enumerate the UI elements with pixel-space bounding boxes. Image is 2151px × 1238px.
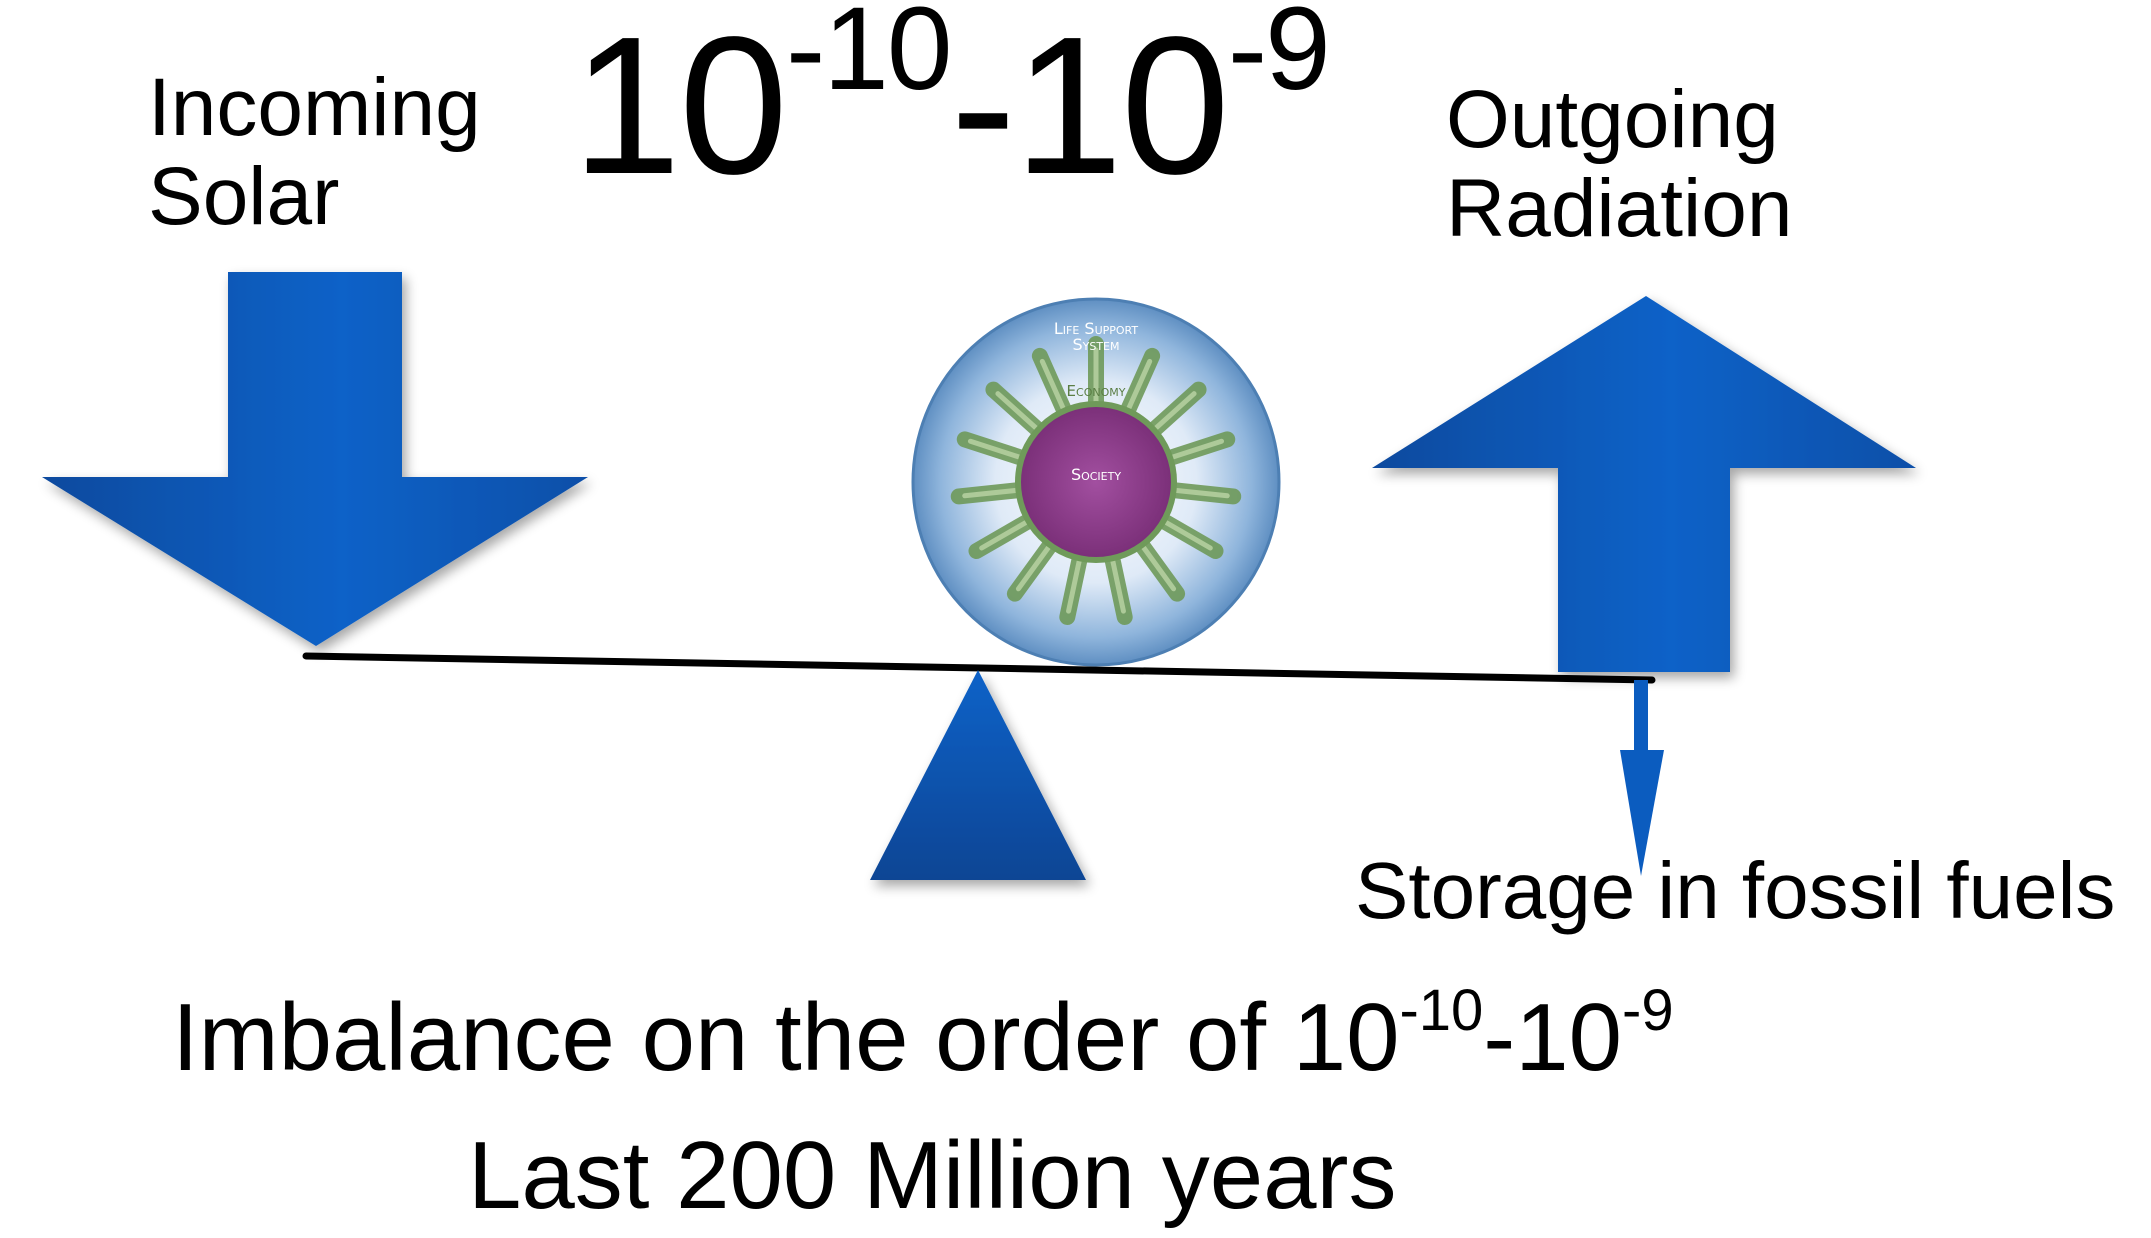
outgoing-radiation-label: Outgoing Radiation	[1446, 74, 1793, 254]
imbalance-prefix: Imbalance on the order of 10	[172, 984, 1400, 1091]
triangle-fulcrum-icon	[870, 670, 1086, 880]
outgoing-line2: Radiation	[1446, 162, 1793, 254]
nested-systems-sphere-icon: Life Support System Economy Society	[911, 297, 1281, 667]
incoming-line1: Incoming	[148, 62, 481, 153]
imbalance-caption: Imbalance on the order of 10-10-10-9	[172, 982, 1674, 1086]
page-title: 10-10-10-9	[572, 0, 1331, 204]
title-dash: -	[950, 0, 1016, 215]
title-base2: 10	[1013, 0, 1230, 215]
imbalance-mid: -10	[1483, 984, 1623, 1091]
sphere-middle-label: Economy	[1067, 382, 1126, 400]
outgoing-line1: Outgoing	[1446, 74, 1779, 165]
incoming-line2: Solar	[148, 150, 340, 242]
timespan-caption: Last 200 Million years	[468, 1122, 1397, 1229]
imbalance-exp2: -9	[1622, 978, 1674, 1043]
down-arrow-icon	[42, 272, 588, 646]
sphere-inner-label: Society	[1071, 465, 1121, 484]
imbalance-exp1: -10	[1399, 978, 1484, 1043]
balance-beam	[302, 652, 1656, 684]
title-exp2: -9	[1227, 0, 1331, 115]
title-base1: 10	[572, 0, 788, 215]
sphere-outer-label-line2: System	[1072, 335, 1119, 354]
storage-label: Storage in fossil fuels	[1355, 846, 2116, 935]
up-arrow-icon	[1372, 296, 1916, 672]
thin-down-arrow-icon	[1620, 680, 1664, 876]
title-exp1: -10	[786, 0, 953, 115]
sphere-outer-label-line1: Life Support	[1054, 319, 1138, 338]
incoming-solar-label: Incoming Solar	[148, 62, 481, 242]
